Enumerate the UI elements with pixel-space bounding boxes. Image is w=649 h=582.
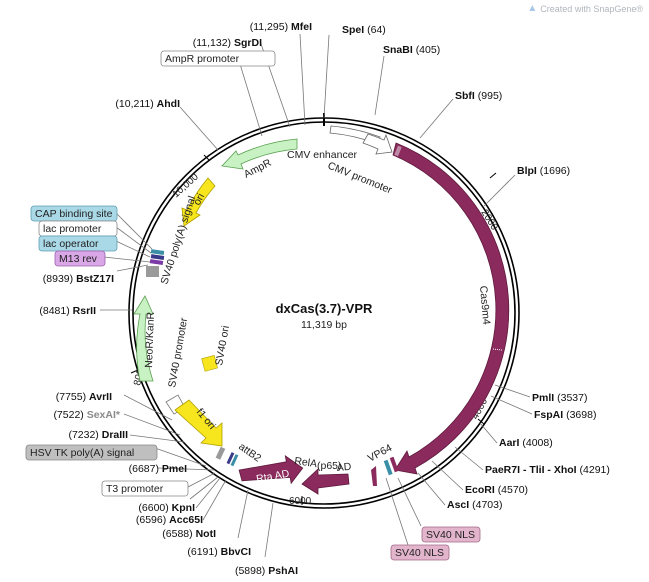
sv40-nls-box-2: SV40 NLS [390, 544, 450, 561]
site-spei[interactable]: SpeI (64) [342, 24, 386, 36]
leader-lines [100, 33, 533, 558]
svg-text:AmpR promoter: AmpR promoter [165, 53, 240, 65]
rela-p65-ad-feature[interactable] [301, 468, 350, 495]
m13-rev-box: M13 rev [54, 250, 106, 267]
site-pmli[interactable]: PmlI (3537) [532, 392, 587, 404]
tick-marks [130, 154, 497, 505]
cas9m4-feature[interactable] [392, 142, 510, 475]
svg-text:SV40 NLS: SV40 NLS [395, 547, 444, 559]
site-bbvci[interactable]: (6191) BbvCI [187, 546, 251, 558]
attb2-cyan-marker [230, 454, 239, 467]
p65-label: (p65) [317, 460, 342, 472]
cas9m4-label: Cas9m4 [477, 285, 492, 325]
site-kpni[interactable]: (6600) KpnI [138, 502, 195, 514]
snapgene-watermark: ▲ Created with SnapGene® [527, 3, 643, 14]
svg-text:lac operator: lac operator [43, 238, 99, 250]
cas9m4-divider [492, 348, 503, 351]
ori-label: ori [191, 191, 207, 207]
svg-text:CAP binding site: CAP binding site [35, 208, 113, 220]
cap-marker [150, 249, 165, 255]
vp64-feature[interactable] [371, 466, 377, 486]
hsv-tk-polya-box: HSV TK poly(A) signal [25, 444, 158, 461]
plasmid-size: 11,319 bp [301, 319, 347, 331]
svg-text:M13 rev: M13 rev [59, 253, 98, 265]
site-sbfi[interactable]: SbfI (995) [455, 90, 502, 102]
ori-feature[interactable] [181, 177, 216, 227]
cap-binding-site-box: CAP binding site [30, 205, 118, 222]
site-draiii[interactable]: (7232) DraIII [68, 429, 128, 441]
site-sgrdi[interactable]: (11,132) SgrDI [193, 37, 262, 49]
lac-marker [150, 254, 165, 260]
neor-feature[interactable] [133, 295, 154, 382]
attb2-blue-marker [226, 452, 235, 465]
tick-label-6000: 6000 [289, 496, 312, 507]
plasmid-name: dxCas(3.7)-VPR [276, 301, 373, 316]
sv40-ori-feature[interactable] [201, 355, 218, 372]
snapgene-logo-icon: ▲ [527, 3, 538, 14]
cmv-promoter-label: CMV promoter [326, 160, 394, 197]
ampr-promoter-box: AmpR promoter [160, 50, 276, 67]
lac-promoter-box: lac promoter [38, 220, 118, 237]
site-mfei[interactable]: (11,295) MfeI [250, 21, 312, 33]
sv40-polya-marker [146, 266, 159, 277]
site-avrii[interactable]: (7755) AvrII [56, 391, 112, 403]
t3-promoter-box: T3 promoter [101, 480, 189, 497]
site-rsrii[interactable]: (8481) RsrII [39, 305, 96, 317]
site-aari[interactable]: AarI (4008) [499, 437, 553, 449]
vp64-label: VP64 [366, 442, 394, 465]
rela-label: RelA [294, 455, 318, 470]
site-sexai[interactable]: (7522) SexAI* [53, 409, 120, 421]
svg-text:SV40 NLS: SV40 NLS [426, 529, 475, 541]
site-acc65i[interactable]: (6596) Acc65I [136, 514, 203, 526]
attb2-marker [215, 446, 226, 460]
site-ecori[interactable]: EcoRI (4570) [465, 484, 528, 496]
watermark-text: Created with SnapGene® [540, 3, 643, 14]
site-bstz17i[interactable]: (8939) BstZ17I [43, 273, 114, 285]
site-fspai[interactable]: FspAI (3698) [534, 409, 596, 421]
ad-label: AD [336, 461, 352, 474]
sv40-nls-marker-1 [383, 459, 393, 476]
site-blpi[interactable]: BlpI (1696) [517, 165, 570, 177]
cmv-promoter-feature[interactable] [362, 133, 393, 155]
sv40-promoter-label: SV40 promoter [166, 316, 190, 388]
site-noti[interactable]: (6588) NotI [162, 528, 216, 540]
neor-label: NeoR/KanR [143, 311, 157, 368]
lac-operator-box: lac operator [38, 235, 118, 252]
site-ahdi[interactable]: (10,211) AhdI [115, 98, 180, 110]
attb2-label: attB2 [236, 441, 263, 465]
rta-ad-label: Rta AD [255, 468, 290, 486]
ampr-feature[interactable] [221, 138, 298, 170]
site-snabi[interactable]: SnaBI (405) [383, 44, 440, 56]
svg-text:T3 promoter: T3 promoter [106, 483, 164, 495]
cas9m4-start-stripe [394, 145, 402, 157]
site-paer7i[interactable]: PaeR7I - TliI - XhoI (4291) [485, 464, 610, 476]
site-pmei[interactable]: (6687) PmeI [129, 463, 187, 475]
f1-ori-feature[interactable] [174, 399, 223, 447]
cmv-enhancer-label: CMV enhancer [287, 149, 358, 161]
sv40-nls-box-1: SV40 NLS [421, 526, 481, 543]
sv40-ori-label: SV40 ori [213, 325, 232, 367]
sv40-nls-marker-2 [389, 456, 399, 473]
site-pshai[interactable]: (5898) PshAI [235, 565, 298, 577]
site-asci[interactable]: AscI (4703) [447, 499, 502, 511]
svg-text:HSV TK poly(A) signal: HSV TK poly(A) signal [30, 447, 134, 459]
m13-marker [149, 259, 164, 265]
svg-text:lac promoter: lac promoter [43, 223, 102, 235]
rta-ad-feature[interactable] [238, 453, 305, 492]
